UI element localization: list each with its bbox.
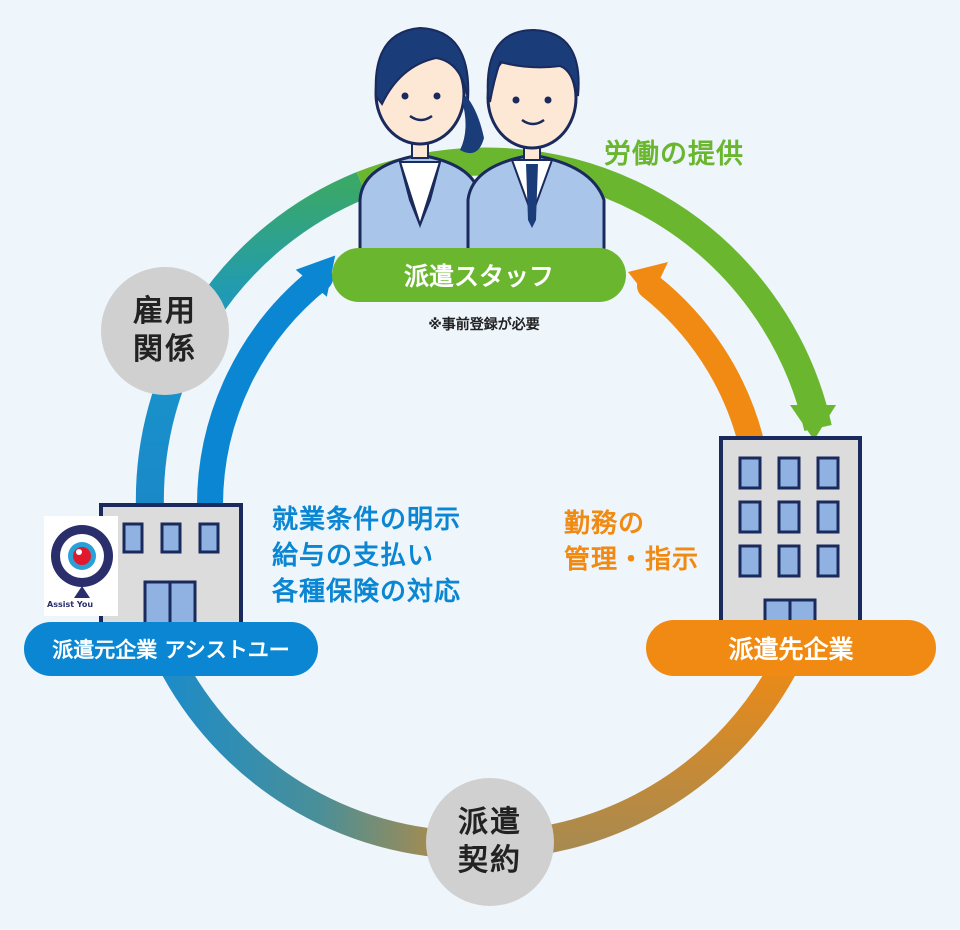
client-node: 派遣先企業 (646, 620, 936, 676)
agency-logo-text: Assist You (47, 600, 94, 609)
arrow-head-green (790, 405, 836, 440)
client-node-label: 派遣先企業 (728, 635, 854, 664)
duties-line-1: 勤務の (564, 509, 646, 539)
dispatch-contract-badge: 派遣 契約 (426, 778, 554, 906)
inner-arc-blue (197, 265, 333, 518)
staff-people-icon (358, 26, 606, 254)
inner-arc-orange (637, 273, 763, 451)
employment-line-1: 雇用 (133, 294, 197, 329)
terms-label: 就業条件の明示 給与の支払い 各種保険の対応 (272, 502, 461, 610)
arrow-head-blue (295, 255, 336, 297)
agency-node: 派遣元企業 アシストユー (24, 622, 318, 676)
agency-building-icon (99, 503, 243, 642)
staff-node: 派遣スタッフ (332, 248, 626, 302)
agency-node-label: 派遣元企業 アシストユー (52, 638, 290, 662)
contract-line-2: 契約 (458, 843, 522, 878)
ring-arc-bottom-left (157, 653, 471, 859)
arrow-head-orange (628, 262, 668, 300)
contract-line-1: 派遣 (458, 805, 522, 840)
terms-line-1: 就業条件の明示 (272, 505, 462, 535)
employment-relationship-badge: 雇用 関係 (101, 267, 229, 395)
terms-line-3: 各種保険の対応 (272, 577, 462, 607)
labor-provision-label: 労働の提供 (604, 139, 744, 170)
terms-line-2: 給与の支払い (272, 541, 435, 571)
staff-registration-note: ※事前登録が必要 (428, 317, 540, 333)
employment-line-2: 関係 (133, 332, 197, 367)
staff-node-label: 派遣スタッフ (403, 262, 554, 291)
assist-you-logo-icon (44, 516, 118, 616)
duties-line-2: 管理・指示 (564, 545, 700, 575)
duties-label: 勤務の 管理・指示 (564, 506, 699, 578)
client-building-icon (719, 436, 862, 640)
